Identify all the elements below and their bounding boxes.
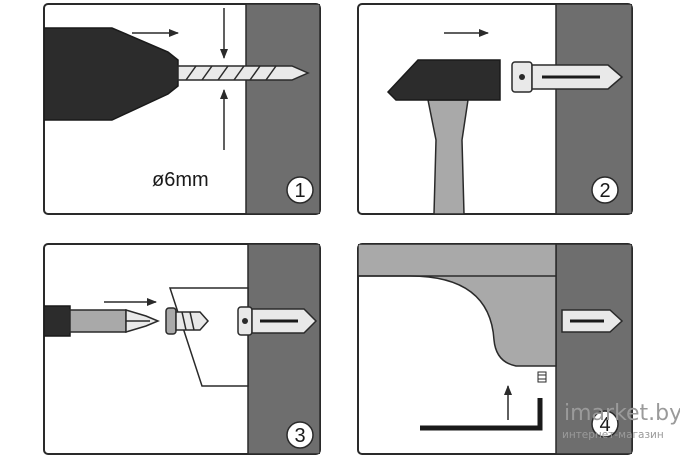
step-number: 4: [599, 414, 610, 436]
shelf-bracket-icon: [358, 244, 557, 367]
wall-plug-icon: [511, 61, 624, 93]
wall: [247, 244, 320, 454]
step-number: 2: [599, 180, 610, 202]
panel-1-drill: ø6mm 1: [43, 3, 321, 215]
step-number-badge: [286, 421, 314, 449]
step-number-badge: [286, 176, 314, 204]
step-number-badge: [591, 410, 619, 438]
panel-4-mount: 4: [357, 243, 633, 455]
panel-3-screw: 3: [43, 243, 321, 455]
set-screw-icon: [537, 371, 547, 383]
drill-body-icon: [44, 27, 179, 121]
screwdriver-handle-icon: [44, 305, 71, 337]
wall: [555, 4, 632, 214]
wall-plug-icon: [237, 306, 318, 336]
screw-icon: [165, 307, 210, 335]
hammer-head-icon: [386, 59, 501, 101]
step-number: 3: [294, 425, 305, 447]
wall-plug-icon: [561, 309, 624, 333]
screwdriver-shaft-icon: [69, 309, 127, 333]
drill-bit-spiral: [185, 65, 277, 81]
allen-key-icon: [420, 398, 543, 431]
watermark-tagline: интернет-магазин: [562, 429, 664, 441]
diameter-label: ø6mm: [152, 169, 209, 191]
step-number: 1: [294, 180, 305, 202]
watermark-logo: imarket.by: [564, 401, 680, 426]
step-number-badge: [591, 176, 619, 204]
panel-2-hammer: 2: [357, 3, 633, 215]
drill-bit-icon: [177, 65, 310, 81]
